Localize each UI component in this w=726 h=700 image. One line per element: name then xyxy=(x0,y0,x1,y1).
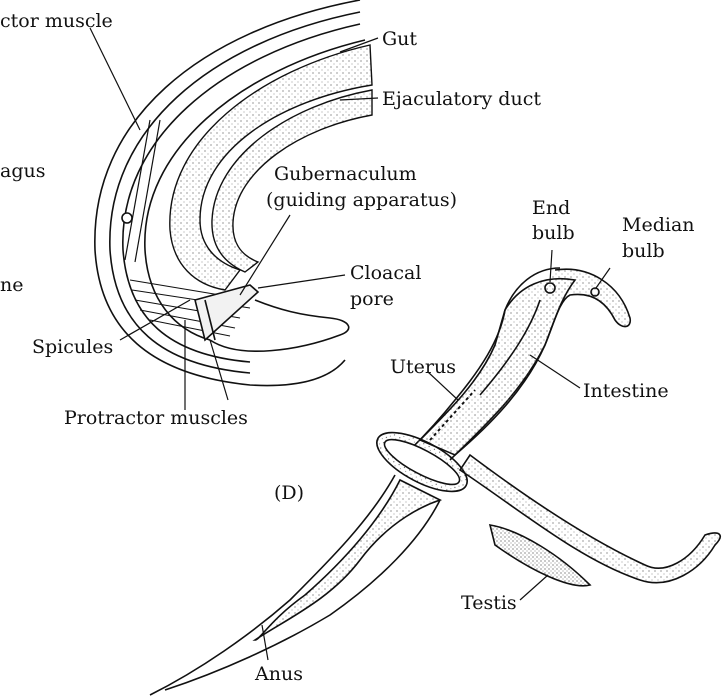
label-ne: ne xyxy=(0,274,23,296)
label-anus: Anus xyxy=(255,663,303,685)
label-protractor-muscles: Protractor muscles xyxy=(64,407,248,429)
label-ejaculatory-duct: Ejaculatory duct xyxy=(382,88,541,110)
label-gubernaculum-2: (guiding apparatus) xyxy=(266,189,457,211)
label-cloacal-pore-1: Cloacal xyxy=(350,262,421,284)
label-testis: Testis xyxy=(461,592,517,614)
label-vagus: agus xyxy=(0,160,45,182)
label-end-bulb-1: End xyxy=(532,197,570,219)
label-uterus: Uterus xyxy=(390,356,456,378)
worm-drawing xyxy=(150,268,720,695)
label-gut: Gut xyxy=(382,28,417,50)
label-panel-d: (D) xyxy=(274,482,304,504)
label-gubernaculum-1: Gubernaculum xyxy=(274,163,417,185)
label-end-bulb-2: bulb xyxy=(532,222,575,244)
label-median-bulb-1: Median xyxy=(622,214,695,236)
label-median-bulb-2: bulb xyxy=(622,240,665,262)
label-intestine: Intestine xyxy=(583,380,669,402)
label-cloacal-pore-2: pore xyxy=(350,288,394,310)
label-retractor-muscle: ctor muscle xyxy=(0,10,113,32)
label-spicules: Spicules xyxy=(32,336,113,358)
